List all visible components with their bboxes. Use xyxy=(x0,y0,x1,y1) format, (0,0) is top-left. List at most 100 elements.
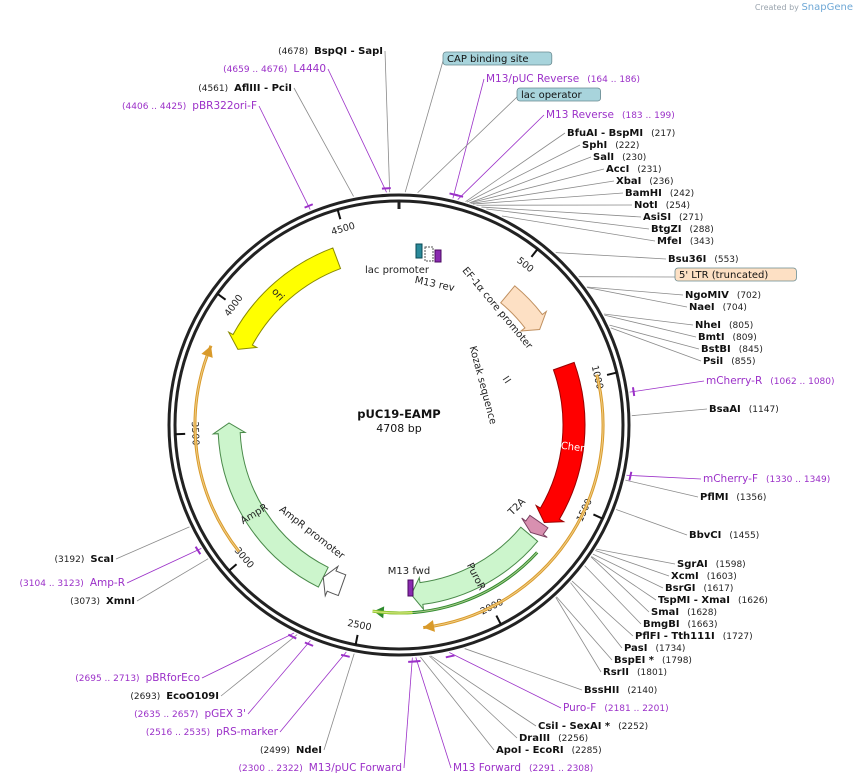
leader-line xyxy=(626,474,702,480)
leader-line xyxy=(279,651,347,733)
label-site: NgoMIV(702) xyxy=(685,290,761,301)
backbone-outer-ring xyxy=(167,193,631,657)
leader-line xyxy=(466,144,581,203)
label-site: BspEI *(1798) xyxy=(614,655,692,666)
label-text: (2516 .. 2535)pRS-marker xyxy=(146,726,279,738)
leader-line xyxy=(556,596,613,661)
label-text: (2695 .. 2713)pBRforEco xyxy=(75,672,200,684)
label-name: NaeI xyxy=(689,302,715,313)
leader-line xyxy=(420,656,495,751)
label-name: BfuAI - BspMI xyxy=(567,128,643,139)
label-text: RsrII(1801) xyxy=(603,667,667,678)
label-position: (2635 .. 2657) xyxy=(134,710,198,720)
snapgene-logo: SnapGene xyxy=(801,2,853,13)
label-site: BssHII(2140) xyxy=(584,685,657,696)
leader-line xyxy=(616,509,688,536)
label-site: BstBI(845) xyxy=(701,344,763,355)
label-text: BstBI(845) xyxy=(701,344,763,355)
label-position: (222) xyxy=(615,141,639,151)
label-text: CsiI - SexAI *(2252) xyxy=(538,721,648,732)
label-name: PasI xyxy=(624,643,647,654)
leader-line xyxy=(247,640,311,715)
feature-AmpR xyxy=(211,422,329,588)
label-name: RsrII xyxy=(603,667,629,678)
leader-line xyxy=(555,252,667,260)
leader-line xyxy=(591,556,657,601)
label-name: Amp-R xyxy=(90,577,125,589)
leader-line xyxy=(452,78,485,199)
label-text: BfuAI - BspMI(217) xyxy=(567,128,675,139)
label-position: (702) xyxy=(737,291,761,301)
watermark-prefix: Created by xyxy=(754,3,799,12)
leader-line xyxy=(327,68,387,193)
label-primer: (4659 .. 4676)L4440 xyxy=(223,63,326,75)
label-text: M13 Forward(2291 .. 2308) xyxy=(453,762,593,774)
label-site: BtgZI(288) xyxy=(651,224,714,235)
leader-line xyxy=(631,408,708,417)
label-site: PsiI(855) xyxy=(703,356,755,367)
label-text: (4406 .. 4425)pBR322ori-F xyxy=(122,100,257,112)
primer-mark xyxy=(628,471,633,481)
label-position: (4406 .. 4425) xyxy=(122,102,186,112)
label-name: SmaI xyxy=(651,607,679,618)
label-position: (1356) xyxy=(736,493,766,503)
leader-line xyxy=(590,556,650,613)
label-site: AsiSI(271) xyxy=(643,212,703,223)
leader-line xyxy=(457,114,545,200)
leader-line xyxy=(592,553,664,589)
leader-line xyxy=(472,192,624,205)
label-position: (242) xyxy=(670,189,694,199)
leader-line xyxy=(471,180,615,204)
label-text: (4659 .. 4676)L4440 xyxy=(223,63,326,75)
label-name: NotI xyxy=(634,200,658,211)
label-position: (1626) xyxy=(738,596,768,606)
label-position: (3192) xyxy=(54,555,84,565)
label-text: BspEI *(1798) xyxy=(614,655,692,666)
label-site: PflFI - Tth111I(1727) xyxy=(635,631,753,642)
leader-line xyxy=(293,87,354,197)
leader-line xyxy=(501,215,656,242)
label-name: BmgBI xyxy=(643,619,680,630)
label-text: ApoI - EcoRI(2285) xyxy=(496,745,602,756)
label-text: mCherry-R(1062 .. 1080) xyxy=(706,375,835,387)
feature-AmpR-promoter xyxy=(322,564,347,598)
tick-label: 500 xyxy=(514,255,535,275)
leader-line xyxy=(417,96,518,194)
plasmid-size: 4708 bp xyxy=(376,422,421,435)
label-text: MfeI(343) xyxy=(657,236,714,247)
label-position: (1147) xyxy=(749,405,779,415)
label-site: SgrAI(1598) xyxy=(677,559,746,570)
label-name: TspMI - XmaI xyxy=(658,595,730,606)
label-position: (2695 .. 2713) xyxy=(75,674,139,684)
label-position: (230) xyxy=(622,153,646,163)
leader-line xyxy=(429,655,518,739)
label-name: NheI xyxy=(695,320,721,331)
label-name: BstBI xyxy=(701,344,731,355)
label-position: (2252) xyxy=(618,722,648,732)
label-text: Bsu36I(553) xyxy=(668,254,739,265)
leader-line xyxy=(587,287,688,308)
label-position: (1455) xyxy=(729,531,759,541)
label-name: mCherry-F xyxy=(703,473,758,485)
label-name: EcoO109I xyxy=(166,691,219,702)
label-site: BmtI(809) xyxy=(698,332,757,343)
label-text: (3104 .. 3123)Amp-R xyxy=(20,577,125,589)
label-site: (4678)BspQI - SapI xyxy=(278,46,383,57)
leader-line xyxy=(220,634,298,697)
label-text: BbvCI(1455) xyxy=(689,530,759,541)
leader-line xyxy=(595,550,670,577)
label-site: (3073)XmnI xyxy=(70,596,135,607)
label-site: SphI(222) xyxy=(582,140,639,151)
leader-lines xyxy=(115,50,708,769)
label-site: ApoI - EcoRI(2285) xyxy=(496,745,602,756)
label-primer: (3104 .. 3123)Amp-R xyxy=(20,577,125,589)
orange-span-right-arrowhead xyxy=(423,620,435,632)
label-primer: (2300 .. 2322)M13/pUC Forward xyxy=(239,762,402,774)
m13-rev-box xyxy=(434,249,442,263)
leader-line xyxy=(610,327,702,362)
label-position: (254) xyxy=(666,201,690,211)
label-position: (809) xyxy=(733,333,757,343)
label-primer: M13/pUC Reverse(164 .. 186) xyxy=(486,73,640,85)
orange-span-left-highlight xyxy=(194,345,240,552)
